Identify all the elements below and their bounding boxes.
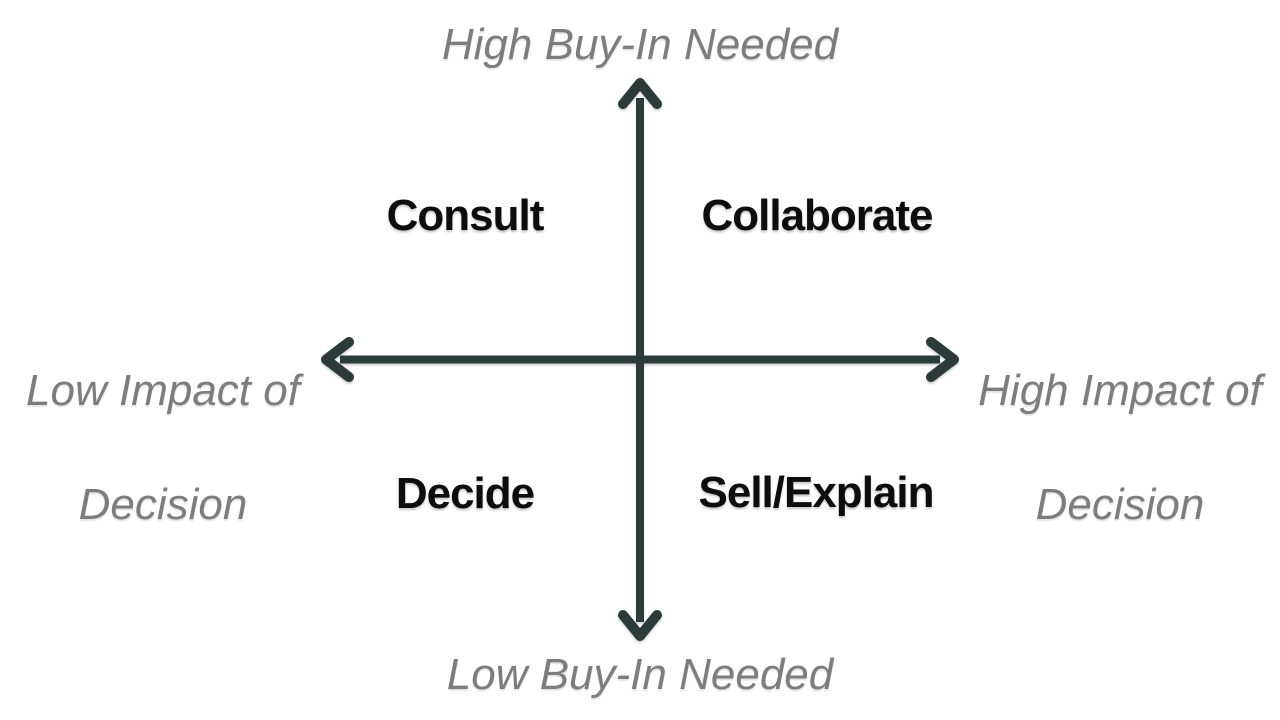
arrow-left-icon: [321, 337, 354, 382]
axis-label-left: Low Impact of Decision: [0, 305, 363, 533]
quadrant-label-collaborate: Collaborate: [701, 191, 933, 240]
quadrant-label-consult: Consult: [386, 191, 545, 240]
quadrant-label-decide: Decide: [395, 469, 535, 518]
axis-label-right-line1: High Impact of: [978, 366, 1262, 415]
axis-label-left-line2: Decision: [78, 480, 248, 529]
axis-label-right-line2: Decision: [1035, 480, 1205, 529]
arrow-right-icon: [926, 337, 959, 382]
arrow-up-icon: [618, 78, 662, 109]
axis-label-top: High Buy-In Needed: [441, 20, 839, 69]
quadrant-label-sell-explain: Sell/Explain: [698, 468, 935, 517]
arrow-down-icon: [618, 610, 662, 641]
axis-label-right: High Impact of Decision: [920, 305, 1280, 533]
axis-label-left-line1: Low Impact of: [26, 366, 300, 415]
axis-label-bottom: Low Buy-In Needed: [446, 650, 834, 699]
